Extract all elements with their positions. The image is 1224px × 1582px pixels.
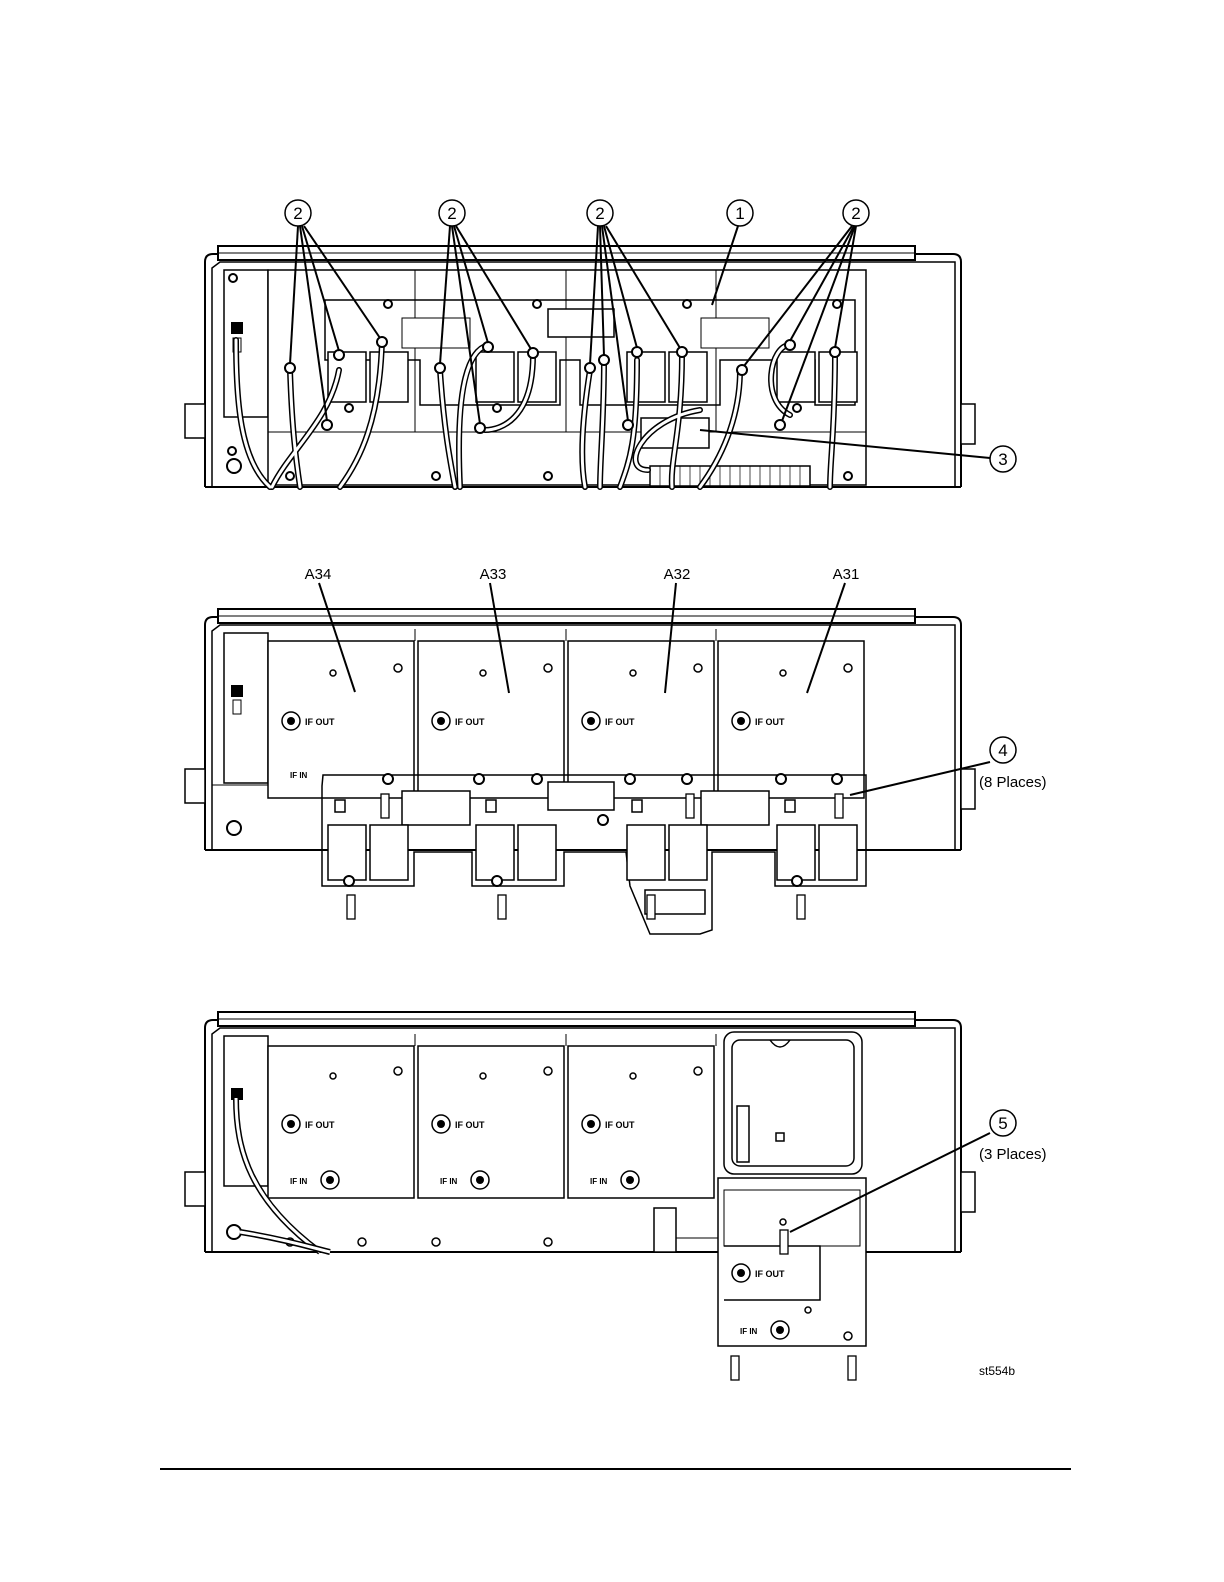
callout-1: 1 [727, 200, 753, 226]
label-a31: A31 [833, 566, 860, 583]
svg-text:IF IN: IF IN [290, 771, 308, 780]
svg-text:2: 2 [851, 204, 860, 223]
svg-text:IF IN: IF IN [590, 1177, 608, 1186]
callout-2-a: 2 [285, 200, 311, 226]
label-a34: A34 [305, 566, 332, 583]
svg-text:1: 1 [735, 204, 744, 223]
callout-4: 4 [990, 737, 1016, 763]
panel-middle: IF OUT IF OUT IF OUT IF OUT IF IN [185, 566, 1047, 934]
svg-text:IF OUT: IF OUT [455, 1120, 485, 1130]
panel-top: 2 2 2 1 2 3 [185, 200, 1016, 487]
callout-2-c: 2 [587, 200, 613, 226]
svg-text:IF IN: IF IN [440, 1177, 458, 1186]
svg-text:IF OUT: IF OUT [305, 1120, 335, 1130]
svg-text:IF OUT: IF OUT [455, 717, 485, 727]
svg-text:IF OUT: IF OUT [605, 1120, 635, 1130]
callout-2-b: 2 [439, 200, 465, 226]
callout-5: 5 [990, 1110, 1016, 1136]
svg-text:IF OUT: IF OUT [755, 1269, 785, 1279]
svg-text:2: 2 [595, 204, 604, 223]
panel-bottom: IF OUT IF OUT IF OUT IF IN IF IN IF IN [185, 1012, 1047, 1380]
svg-text:IF OUT: IF OUT [755, 717, 785, 727]
svg-text:IF IN: IF IN [740, 1327, 758, 1336]
svg-text:3: 3 [998, 450, 1007, 469]
label-a32: A32 [664, 566, 691, 583]
callout-3: 3 [990, 446, 1016, 472]
figure-id: st554b [979, 1364, 1015, 1378]
svg-text:4: 4 [998, 741, 1007, 760]
label-a33: A33 [480, 566, 507, 583]
svg-text:2: 2 [447, 204, 456, 223]
svg-text:IF OUT: IF OUT [305, 717, 335, 727]
svg-text:2: 2 [293, 204, 302, 223]
callout-2-d: 2 [843, 200, 869, 226]
svg-text:5: 5 [998, 1114, 1007, 1133]
callout-5-note: (3 Places) [979, 1146, 1047, 1163]
svg-text:IF IN: IF IN [290, 1177, 308, 1186]
callout-4-note: (8 Places) [979, 774, 1047, 791]
svg-text:IF OUT: IF OUT [605, 717, 635, 727]
